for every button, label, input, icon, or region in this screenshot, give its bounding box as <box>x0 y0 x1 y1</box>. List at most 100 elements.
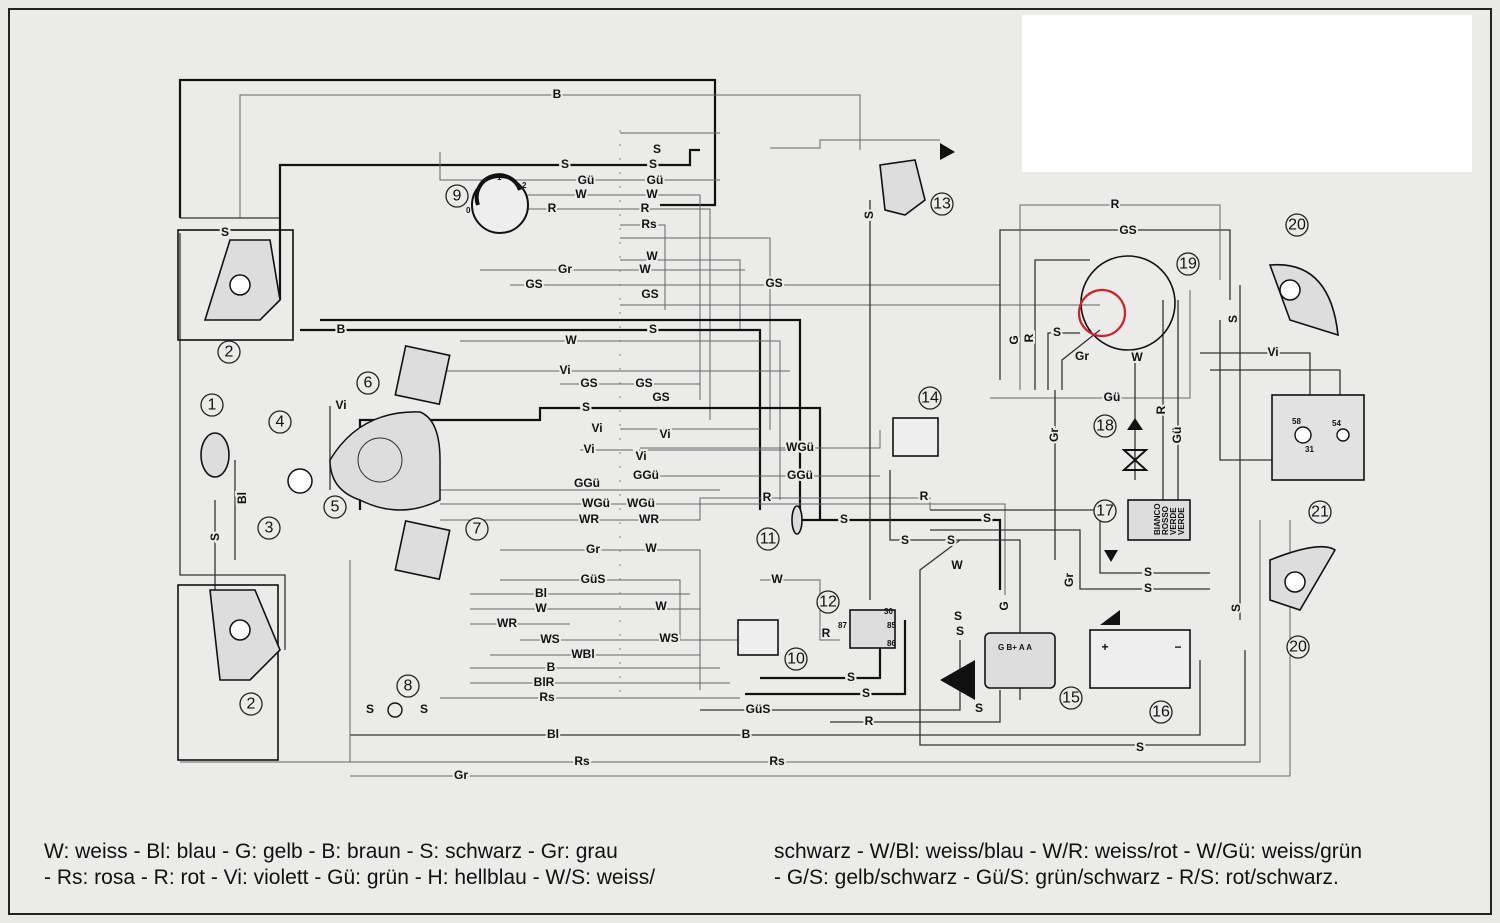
wire-label: S <box>1144 565 1152 579</box>
wire-label: S <box>956 624 964 638</box>
wire-label: G <box>1007 335 1021 344</box>
bulb-icon <box>1279 279 1301 301</box>
wire-label: W <box>639 262 651 276</box>
arrow-up-icon <box>1127 418 1143 430</box>
switch-mark-1: 1 <box>497 173 502 182</box>
component-number-10: 10 <box>784 647 808 671</box>
wire-label: GS <box>1119 223 1136 237</box>
wire-label: B <box>337 322 346 336</box>
wire-label: W <box>655 599 667 613</box>
legend-line: - G/S: gelb/schwarz - Gü/S: grün/schwarz… <box>774 866 1339 889</box>
diode-18 <box>1121 449 1149 471</box>
headlight-housing-top <box>177 229 294 341</box>
ground-arrow-icon <box>940 660 975 700</box>
wire-label: Vi <box>559 363 570 377</box>
wire-label: WR <box>639 512 659 526</box>
wire-label: Gr <box>586 542 600 556</box>
number-circle <box>268 410 292 434</box>
component-number-7: 7 <box>465 517 489 541</box>
component-number-15: 15 <box>1059 686 1083 710</box>
regulator-pins: G B+ A A <box>998 643 1032 652</box>
wire-label: WR <box>497 616 517 630</box>
wire-label: WR <box>579 512 599 526</box>
number-text: 4 <box>276 414 285 431</box>
bulb-icon <box>229 274 251 296</box>
wire-label: S <box>561 157 569 171</box>
wire-label: Gr <box>1062 573 1076 587</box>
component-number-8: 8 <box>396 674 420 698</box>
wire-label: S <box>1226 315 1240 323</box>
number-text: 2 <box>225 344 234 361</box>
number-circle <box>1149 700 1173 724</box>
wire-label: WS <box>659 631 678 645</box>
regulator-label: VERDE <box>1177 507 1186 535</box>
speedo-dial <box>357 437 403 483</box>
regulator-label: ROSSO <box>1161 506 1170 535</box>
wire-label: Vi <box>335 398 346 412</box>
fuse-11 <box>791 505 803 535</box>
wire-label: Rs <box>574 754 590 768</box>
wire-label: W <box>1131 350 1143 364</box>
number-circle <box>1308 500 1332 524</box>
wire-label: WS <box>540 632 559 646</box>
number-circle <box>1176 252 1200 276</box>
number-circle <box>465 517 489 541</box>
wire-label: GüS <box>581 572 606 586</box>
wire-label: WBl <box>571 647 594 661</box>
regulator-label: VERDE <box>1169 507 1178 535</box>
wire-label: Vi <box>1267 345 1278 359</box>
wire-label: Gü <box>578 173 595 187</box>
wire-label: R <box>1154 405 1168 414</box>
number-circle <box>396 674 420 698</box>
headlight-housing-bottom <box>177 584 279 761</box>
wire-label: W <box>771 572 783 586</box>
number-circle <box>445 184 469 208</box>
number-text: 13 <box>933 196 951 213</box>
wire-label: S <box>653 142 661 156</box>
relay-12 <box>849 609 896 649</box>
component-number-1: 1 <box>200 393 224 417</box>
component-number-11: 11 <box>756 527 780 551</box>
component-number-14: 14 <box>918 386 942 410</box>
highlight-circle <box>1077 288 1127 338</box>
component-number-20: 20 <box>1286 635 1310 659</box>
relay-pin: 85 <box>887 621 896 630</box>
instrument-5 <box>329 411 441 511</box>
bulb-icon <box>229 619 251 641</box>
number-circle <box>784 647 808 671</box>
battery-16 <box>1089 629 1191 689</box>
wire-label: Vi <box>659 427 670 441</box>
number-circle <box>239 692 263 716</box>
relay-pin: 87 <box>838 621 847 630</box>
component-number-16: 16 <box>1149 700 1173 724</box>
tail-lamp-21 <box>1271 394 1365 481</box>
wire-label: WGü <box>786 440 814 454</box>
wire-label: R <box>641 201 650 215</box>
wire-label: Vi <box>583 442 594 456</box>
wire-label: R <box>1022 333 1036 342</box>
switch-mark-2: 2 <box>522 181 527 190</box>
wire-label: R <box>920 489 929 503</box>
bulb-icon <box>1284 571 1306 593</box>
number-circle <box>1285 213 1309 237</box>
number-text: 1 <box>208 397 217 414</box>
switch-mark-0: 0 <box>466 206 471 215</box>
number-text: 7 <box>473 521 482 538</box>
number-circle <box>1286 635 1310 659</box>
wire-label: GGü <box>633 468 659 482</box>
wire-label: GS <box>635 376 652 390</box>
wire-label: Gü <box>647 173 664 187</box>
wire-label: Gr <box>1047 428 1061 442</box>
wire-label: R <box>865 714 874 728</box>
lamp-pin: 58 <box>1292 417 1301 426</box>
number-circle <box>930 192 954 216</box>
wire-label: GGü <box>787 468 813 482</box>
component-number-17: 17 <box>1093 499 1117 523</box>
wire-label: Gü <box>1170 427 1184 444</box>
component-number-19: 19 <box>1176 252 1200 276</box>
number-text: 21 <box>1311 504 1329 521</box>
wire-label: W <box>646 187 658 201</box>
wire-label: B <box>547 660 556 674</box>
lamp-20-top <box>1268 263 1339 337</box>
